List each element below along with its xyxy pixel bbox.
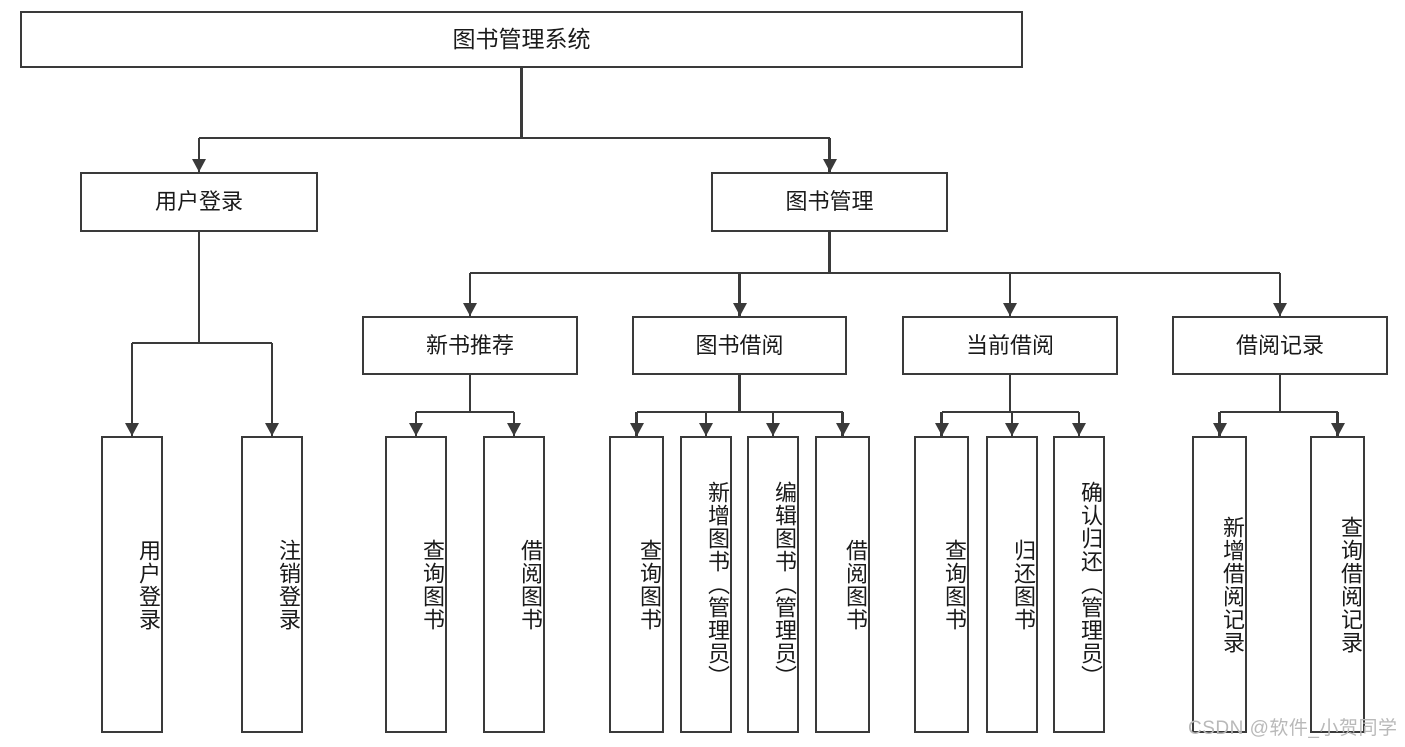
node-label: 借阅记录 xyxy=(1235,332,1324,358)
connector-arrowhead xyxy=(766,423,780,436)
connector-vertical xyxy=(197,232,201,343)
node-label: 查询图书 xyxy=(420,538,445,631)
connector-vertical xyxy=(1008,273,1012,316)
node-user-login[interactable]: 用户登录 xyxy=(80,172,318,232)
connector-horizontal xyxy=(132,341,272,345)
connector-horizontal xyxy=(416,410,514,414)
node-label: 图书管理系统 xyxy=(452,25,591,52)
connector-horizontal xyxy=(636,410,843,414)
connector-arrowhead xyxy=(699,423,713,436)
node-leaf-logout[interactable]: 注销登录 xyxy=(241,436,303,733)
node-label: 用户登录 xyxy=(136,538,161,631)
connector-arrowhead xyxy=(1072,423,1086,436)
connector-vertical xyxy=(738,273,741,316)
node-leaf-return-book[interactable]: 归还图书 xyxy=(986,436,1038,733)
connector-vertical xyxy=(270,343,274,436)
node-label: 借阅图书 xyxy=(843,538,868,631)
connector-arrowhead xyxy=(934,423,949,436)
node-leaf-edit-book[interactable]: 编辑图书（管理员） xyxy=(747,436,799,733)
connector-horizontal xyxy=(1219,410,1338,414)
connector-arrowhead xyxy=(1003,303,1017,316)
connector-arrowhead xyxy=(409,423,423,436)
node-leaf-query-record[interactable]: 查询借阅记录 xyxy=(1310,436,1365,733)
connector-vertical xyxy=(1278,273,1282,316)
connector-arrowhead xyxy=(507,423,521,436)
node-leaf-query-book-2[interactable]: 查询图书 xyxy=(609,436,664,733)
node-label: 借阅图书 xyxy=(518,538,543,631)
node-leaf-user-login[interactable]: 用户登录 xyxy=(101,436,163,733)
connector-vertical xyxy=(1278,375,1282,412)
node-book-borrow[interactable]: 图书借阅 xyxy=(632,316,847,375)
connector-horizontal xyxy=(941,410,1079,414)
node-label: 图书借阅 xyxy=(695,332,784,358)
node-leaf-add-record[interactable]: 新增借阅记录 xyxy=(1192,436,1247,733)
node-label: 查询图书 xyxy=(637,538,662,631)
node-label: 编辑图书（管理员） xyxy=(772,481,797,688)
connector-horizontal xyxy=(470,271,1280,275)
csdn-watermark: CSDN @软件_小贺同学 xyxy=(1188,718,1398,739)
node-current-borrow[interactable]: 当前借阅 xyxy=(902,316,1118,375)
connector-arrowhead xyxy=(463,303,477,316)
node-label: 注销登录 xyxy=(276,538,301,631)
connector-vertical xyxy=(468,375,472,412)
connector-horizontal xyxy=(199,136,830,140)
connector-vertical xyxy=(520,68,523,138)
node-label: 图书管理 xyxy=(785,189,874,215)
node-label: 归还图书 xyxy=(1011,538,1036,631)
connector-vertical xyxy=(828,232,831,273)
connector-vertical xyxy=(738,375,741,412)
connector-arrowhead xyxy=(1005,423,1019,436)
connector-arrowhead xyxy=(1212,423,1227,436)
node-label: 新增借阅记录 xyxy=(1220,515,1245,654)
connector-vertical xyxy=(468,273,472,316)
connector-arrowhead xyxy=(732,303,747,316)
node-label: 当前借阅 xyxy=(965,332,1054,358)
node-label: 查询借阅记录 xyxy=(1338,515,1363,654)
node-leaf-borrow-book-2[interactable]: 借阅图书 xyxy=(815,436,870,733)
connector-arrowhead xyxy=(125,423,139,436)
connector-arrowhead xyxy=(1273,303,1287,316)
node-root[interactable]: 图书管理系统 xyxy=(20,11,1023,68)
node-leaf-query-book-1[interactable]: 查询图书 xyxy=(385,436,447,733)
connector-vertical xyxy=(197,138,201,172)
node-leaf-add-book[interactable]: 新增图书（管理员） xyxy=(680,436,732,733)
connector-arrowhead xyxy=(1330,423,1345,436)
node-label: 新书推荐 xyxy=(425,332,514,358)
node-label: 新增图书（管理员） xyxy=(705,481,730,688)
connector-arrowhead xyxy=(835,423,850,436)
connector-arrowhead xyxy=(265,423,279,436)
node-borrow-record[interactable]: 借阅记录 xyxy=(1172,316,1388,375)
node-leaf-query-book-3[interactable]: 查询图书 xyxy=(914,436,969,733)
node-label: 查询图书 xyxy=(942,538,967,631)
node-label: 用户登录 xyxy=(154,189,243,215)
node-book-manage[interactable]: 图书管理 xyxy=(711,172,948,232)
node-new-book-recommend[interactable]: 新书推荐 xyxy=(362,316,578,375)
connector-vertical xyxy=(130,343,134,436)
connector-arrowhead xyxy=(629,423,644,436)
node-leaf-borrow-book-1[interactable]: 借阅图书 xyxy=(483,436,545,733)
connector-arrowhead xyxy=(192,159,206,172)
connector-arrowhead xyxy=(822,159,837,172)
connector-vertical xyxy=(828,138,831,172)
node-label: 确认归还（管理员） xyxy=(1078,481,1103,688)
connector-vertical xyxy=(1008,375,1012,412)
node-leaf-confirm-return[interactable]: 确认归还（管理员） xyxy=(1053,436,1105,733)
